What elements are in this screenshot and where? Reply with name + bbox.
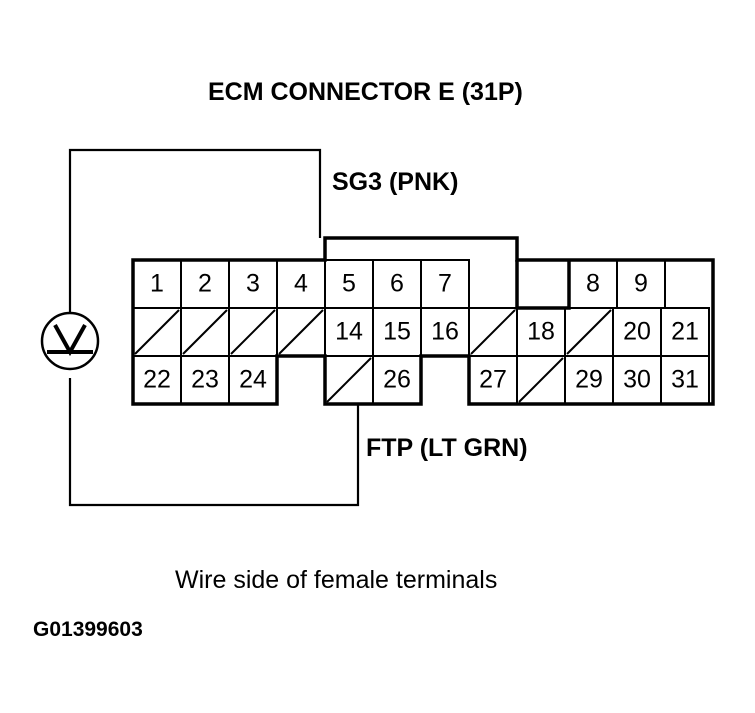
pin-label-27: 27 — [479, 366, 507, 394]
pin-label-16: 16 — [431, 318, 459, 346]
pin-label-21: 21 — [671, 318, 699, 346]
pin-cell-20[interactable] — [612, 307, 662, 357]
pin-label-5: 5 — [342, 270, 356, 298]
pin-label-9: 9 — [634, 270, 648, 298]
figure-id-code: G01399603 — [33, 618, 143, 641]
pin-cell-14[interactable] — [324, 307, 374, 357]
pin-label-7: 7 — [438, 270, 452, 298]
pin-label-4: 4 — [294, 270, 308, 298]
pin-cell-28-diagonal — [518, 357, 564, 403]
pin-cell-7[interactable] — [420, 259, 470, 309]
pin-label-24: 24 — [239, 366, 267, 394]
pin-label-18: 18 — [527, 318, 555, 346]
page-title: ECM CONNECTOR E (31P) — [208, 78, 523, 106]
pin-label-26: 26 — [383, 366, 411, 394]
pin-cell-25-diagonal — [326, 357, 372, 403]
voltmeter-body — [40, 311, 100, 371]
sg3-wire-path — [68, 148, 322, 330]
pin-cell-13-diagonal — [278, 309, 324, 355]
pin-label-15: 15 — [383, 318, 411, 346]
pin-cell-9[interactable] — [616, 259, 666, 309]
pin-label-20: 20 — [623, 318, 651, 346]
ftp-wire-path — [68, 378, 360, 507]
pin-label-1: 1 — [150, 270, 164, 298]
pin-cell-11-diagonal — [182, 309, 228, 355]
voltmeter-symbol — [40, 311, 100, 371]
pin-cell-1[interactable] — [132, 259, 182, 309]
pin-label-22: 22 — [143, 366, 171, 394]
sg3-wire-label: SG3 (PNK) — [332, 168, 458, 196]
connector-row-top: 1 2 3 4 5 6 7 8 9 — [132, 259, 666, 309]
pin-label-3: 3 — [246, 270, 260, 298]
ftp-wire-label: FTP (LT GRN) — [366, 434, 528, 462]
pin-cell-31[interactable] — [660, 355, 710, 405]
figure-caption: Wire side of female terminals — [175, 566, 497, 594]
pin-cell-17-diagonal — [470, 309, 516, 355]
pin-cell-21[interactable] — [660, 307, 710, 357]
pin-cell-10-diagonal — [134, 309, 180, 355]
pin-label-6: 6 — [390, 270, 404, 298]
pin-cell-19-diagonal — [566, 309, 612, 355]
connector-notch-step — [515, 260, 571, 310]
connector-shell-outline — [131, 236, 715, 406]
pin-label-8: 8 — [586, 270, 600, 298]
connector-row-middle: 14 15 16 18 20 21 — [132, 307, 710, 357]
pin-label-29: 29 — [575, 366, 603, 394]
pin-label-2: 2 — [198, 270, 212, 298]
pin-label-31: 31 — [671, 366, 699, 394]
pin-cell-12-diagonal — [230, 309, 276, 355]
pin-cell-6[interactable] — [372, 259, 422, 309]
pin-label-23: 23 — [191, 366, 219, 394]
pin-cell-15[interactable] — [372, 307, 422, 357]
pin-label-30: 30 — [623, 366, 651, 394]
pin-label-14: 14 — [335, 318, 363, 346]
pin-cell-18[interactable] — [516, 307, 566, 357]
